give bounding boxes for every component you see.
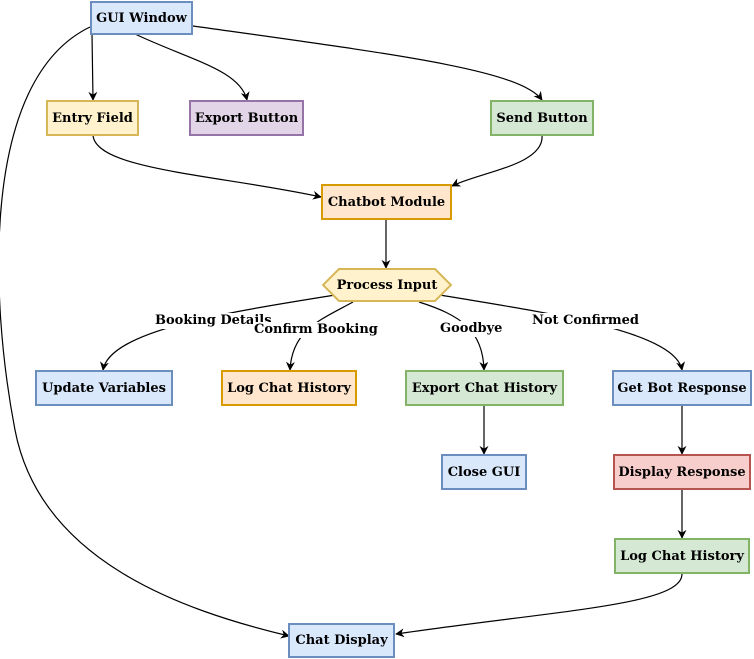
edge-gui-to-export [134, 33, 250, 101]
edge-gui-to-entry [88, 33, 98, 101]
process-input-label: Process Input [336, 277, 438, 293]
node-process-input: Process Input [321, 268, 453, 302]
hexagon-shape [321, 268, 453, 302]
edge-send-to-chatbot [451, 134, 543, 187]
edge-log2-to-chatdisplay [395, 573, 683, 638]
edge-label-confirm-booking: Confirm Booking [253, 322, 379, 338]
node-export-chat-history: Export Chat History [405, 370, 564, 406]
node-chat-display: Chat Display [288, 623, 395, 658]
node-display-response: Display Response [613, 454, 751, 490]
edge-label-goodbye: Goodbye [439, 321, 504, 337]
node-get-bot-response: Get Bot Response [612, 370, 752, 406]
node-log-chat-history-1: Log Chat History [221, 370, 357, 406]
node-chatbot-module: Chatbot Module [321, 184, 452, 220]
edge-label-not-confirmed: Not Confirmed [531, 313, 640, 329]
edge-gui-to-send [192, 25, 543, 101]
edge-gui-to-chatdisplay [0, 26, 290, 639]
node-log-chat-history-2: Log Chat History [614, 538, 750, 574]
node-send-button: Send Button [490, 100, 594, 136]
node-update-variables: Update Variables [35, 370, 173, 406]
node-export-button: Export Button [189, 100, 304, 136]
node-close-gui: Close GUI [441, 454, 527, 490]
edge-label-booking-details: Booking Details [154, 313, 273, 329]
edge-entry-to-chatbot [92, 134, 322, 200]
node-gui-window: GUI Window [90, 1, 193, 35]
node-entry-field: Entry Field [46, 100, 139, 136]
